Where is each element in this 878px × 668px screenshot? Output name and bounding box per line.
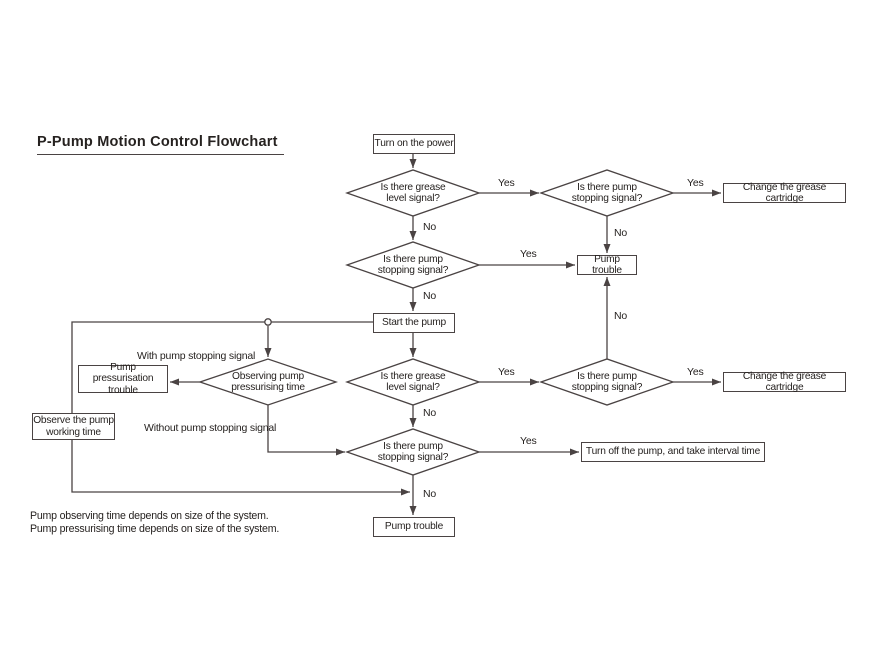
decision-pump-stopping-top-right-label: Is there pump stopping signal? [571, 182, 643, 204]
decision-observing-pressurising-label: Observing pump pressurising time [231, 371, 305, 393]
edge-observing-without-signal [267, 405, 345, 456]
edge-label-without-pump-stopping-signal: Without pump stopping signal [144, 422, 277, 434]
edge-label-no-stopping-upper: No [423, 290, 437, 302]
decision-pump-stopping-mid-right-label: Is there pump stopping signal? [571, 371, 643, 393]
node-change-grease-cartridge-mid: Change the grease cartridge [723, 371, 846, 393]
edge-label-yes-stopping-top-right: Yes [687, 177, 704, 189]
node-pump-trouble-bottom: Pump trouble [373, 517, 455, 537]
edge-start-pump-branch-left [71, 321, 373, 414]
edge-label-yes-stopping-upper: Yes [520, 248, 537, 260]
edge-label-no-grease-mid: No [423, 407, 437, 419]
footnote-line-1: Pump observing time depends on size of t… [30, 510, 269, 522]
node-pump-pressurisation-trouble: Pump pressurisation trouble [78, 362, 168, 396]
page-title: P-Pump Motion Control Flowchart [37, 134, 284, 155]
decision-diamond-pump-stopping-lower [345, 428, 481, 476]
edge-observe-to-junction [71, 440, 410, 496]
decision-diamond-pump-stopping-top-right [539, 169, 675, 217]
connector-dot [264, 318, 272, 326]
node-start-pump: Start the pump [373, 313, 455, 333]
edge-label-yes-grease-mid: Yes [498, 366, 515, 378]
node-turn-on-power: Turn on the power [373, 134, 455, 154]
decision-grease-level-mid-label: Is there grease level signal? [380, 371, 446, 393]
node-observe-pump-working-time: Observe the pump working time [32, 413, 115, 440]
footnotes: Pump observing time depends on size of t… [30, 510, 279, 536]
node-change-grease-cartridge-top: Change the grease cartridge [723, 182, 846, 204]
edge-label-no-grease-top: No [423, 221, 437, 233]
edge-label-yes-grease-top: Yes [498, 177, 515, 189]
decision-pump-stopping-lower-label: Is there pump stopping signal? [377, 441, 449, 463]
edge-label-no-stopping-lower: No [423, 488, 437, 500]
edge-label-with-pump-stopping-signal: With pump stopping signal [137, 350, 256, 362]
decision-pump-stopping-upper-label: Is there pump stopping signal? [377, 254, 449, 276]
decision-diamond-grease-level-top [345, 169, 481, 217]
node-turn-off-pump: Turn off the pump, and take interval tim… [581, 442, 765, 462]
edge-label-no-stopping-mid-right: No [614, 310, 628, 322]
footnote-line-2: Pump pressurising time depends on size o… [30, 523, 280, 535]
decision-diamond-pump-stopping-upper [345, 241, 481, 289]
edge-label-yes-stopping-lower: Yes [520, 435, 537, 447]
decision-grease-level-top-label: Is there grease level signal? [380, 182, 446, 204]
decision-diamond-grease-level-mid [345, 358, 481, 406]
decision-diamond-observing-pressurising [197, 358, 339, 406]
edge-label-no-stopping-top-right: No [614, 227, 628, 239]
edge-label-yes-stopping-mid-right: Yes [687, 366, 704, 378]
node-pump-trouble-mid: Pump trouble [577, 254, 637, 276]
decision-diamond-pump-stopping-mid-right [539, 358, 675, 406]
